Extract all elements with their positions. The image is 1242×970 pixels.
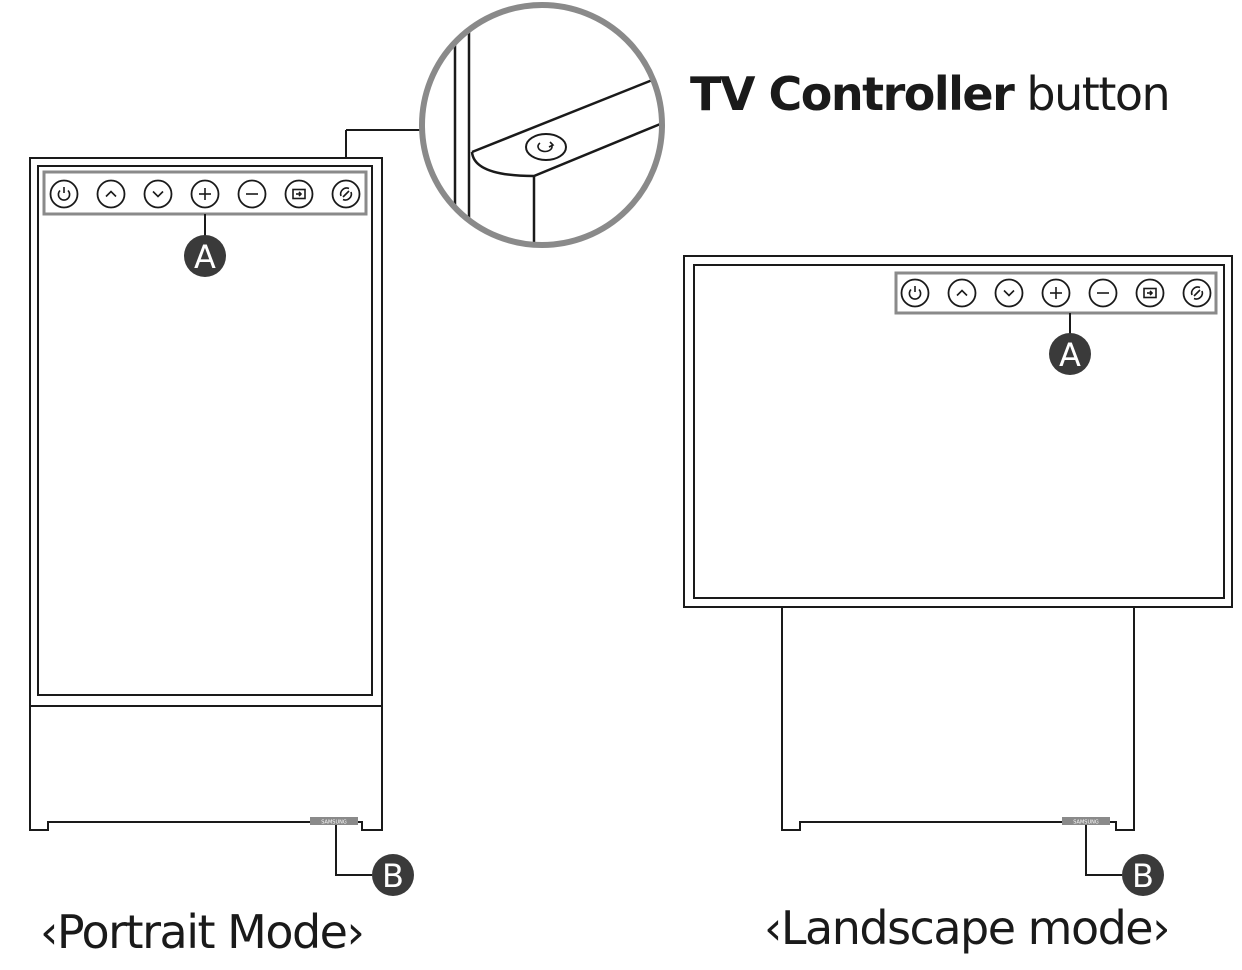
zoom-detail xyxy=(419,2,665,248)
landscape-mode-caption: ‹Landscape mode› xyxy=(764,901,1170,955)
callout-a-portrait: A xyxy=(184,214,226,277)
portrait-samsung-logo xyxy=(310,817,358,825)
title-rest: button xyxy=(1013,67,1170,121)
channel-up-icon xyxy=(96,179,126,209)
source-icon xyxy=(284,179,314,209)
tv-controller-title: TV Controller button xyxy=(690,66,1171,122)
landscape-samsung-logo xyxy=(1062,817,1110,825)
svg-text:A: A xyxy=(194,238,216,276)
portrait-screen xyxy=(37,165,373,696)
volume-up-icon xyxy=(1041,278,1071,308)
title-bold: TV Controller xyxy=(690,67,1015,121)
zoom-ring xyxy=(419,2,665,248)
landscape-screen xyxy=(693,264,1225,599)
landscape-samsung-text: SAMSUNG xyxy=(1073,820,1099,826)
svg-text:B: B xyxy=(382,857,404,895)
source-icon xyxy=(1135,278,1165,308)
volume-down-icon xyxy=(1088,278,1118,308)
rotate-icon xyxy=(1182,278,1212,308)
portrait-mode-caption: ‹Portrait Mode› xyxy=(40,905,365,959)
portrait-controller-buttons xyxy=(49,179,361,209)
svg-text:A: A xyxy=(1059,336,1081,374)
volume-up-icon xyxy=(190,179,220,209)
landscape-controller-buttons xyxy=(900,278,1212,308)
callout-a-landscape: A xyxy=(1049,313,1091,375)
landscape-tv xyxy=(683,255,1233,831)
svg-text:B: B xyxy=(1132,857,1154,895)
landscape-outer-frame xyxy=(683,255,1233,608)
volume-down-icon xyxy=(237,179,267,209)
rotate-icon xyxy=(331,179,361,209)
channel-down-icon xyxy=(143,179,173,209)
portrait-outer-frame xyxy=(29,157,383,831)
zoom-top-surface xyxy=(471,71,662,154)
zoom-controller-button xyxy=(525,133,567,161)
zoom-controller-icon xyxy=(537,141,555,153)
power-icon xyxy=(900,278,930,308)
portrait-tv xyxy=(29,129,422,831)
power-icon xyxy=(49,179,79,209)
landscape-stand xyxy=(781,607,1135,831)
channel-up-icon xyxy=(947,278,977,308)
zoom-front-edge xyxy=(470,118,662,178)
callout-b-portrait: B xyxy=(335,825,414,896)
portrait-samsung-text: SAMSUNG xyxy=(321,820,347,826)
channel-down-icon xyxy=(994,278,1024,308)
callout-b-landscape: B xyxy=(1085,825,1164,896)
